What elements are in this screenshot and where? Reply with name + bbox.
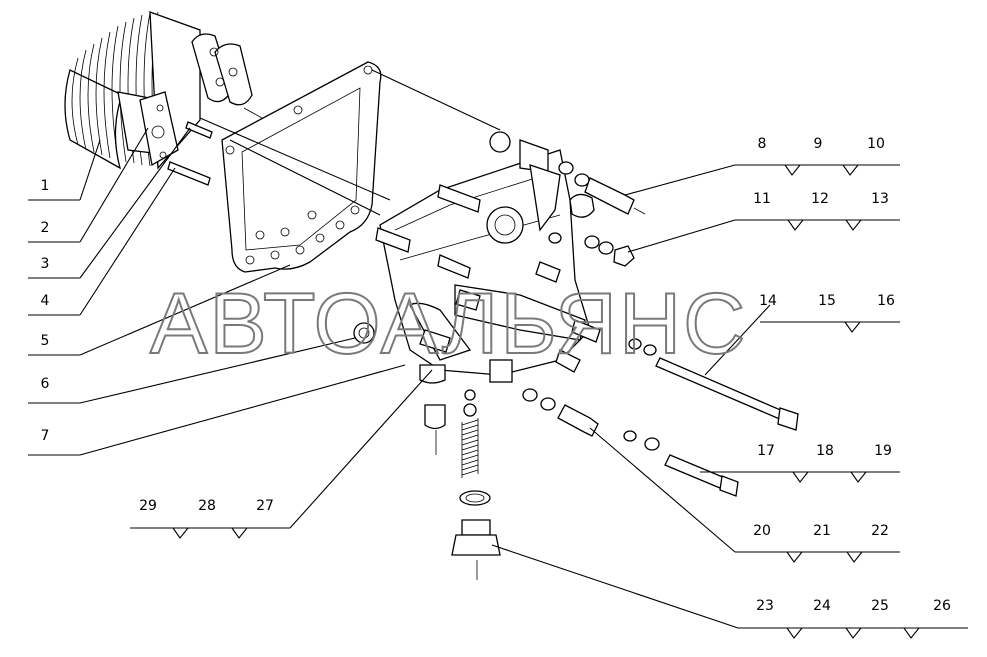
cooler-gasket — [139, 91, 179, 167]
dowel-pins — [167, 121, 213, 186]
assembly-axis-lines — [199, 69, 501, 216]
callout-12: 12 — [811, 191, 829, 207]
callout-28: 28 — [198, 498, 216, 514]
callout-8: 8 — [758, 136, 767, 152]
oil-filter-housing — [379, 131, 591, 384]
relief-valve-stack — [424, 389, 501, 580]
right-leaders — [130, 164, 968, 639]
callout-5: 5 — [41, 333, 50, 349]
callout-24: 24 — [813, 598, 831, 614]
left-leaders — [28, 127, 406, 456]
callout-1: 1 — [41, 178, 50, 194]
bolt-set-17-19 — [522, 388, 739, 497]
callout-23: 23 — [756, 598, 774, 614]
callout-9: 9 — [814, 136, 823, 152]
callout-14: 14 — [759, 293, 777, 309]
callout-15: 15 — [818, 293, 836, 309]
callout-18: 18 — [816, 443, 834, 459]
long-bolt-14-16 — [628, 338, 799, 431]
callout-19: 19 — [874, 443, 892, 459]
callout-2: 2 — [41, 220, 50, 236]
callout-13: 13 — [871, 191, 889, 207]
callout-10: 10 — [867, 136, 885, 152]
bolt-set-8-10 — [558, 161, 646, 218]
callout-16: 16 — [877, 293, 895, 309]
callout-27: 27 — [256, 498, 274, 514]
drain-plug — [353, 322, 375, 344]
callout-25: 25 — [871, 598, 889, 614]
callout-22: 22 — [871, 523, 889, 539]
oil-cooler-finned-core — [64, 11, 201, 170]
upper-flange-pair — [191, 33, 263, 119]
callout-21: 21 — [813, 523, 831, 539]
callout-29: 29 — [139, 498, 157, 514]
callout-17: 17 — [757, 443, 775, 459]
callout-3: 3 — [41, 256, 50, 272]
callout-4: 4 — [41, 293, 50, 309]
nut-set-11-13 — [548, 232, 635, 267]
housing-gasket — [221, 61, 382, 273]
watermark-text: АВТОАЛЬЯНС — [150, 276, 747, 372]
callout-20: 20 — [753, 523, 771, 539]
housing-bolts — [375, 184, 601, 373]
callout-6: 6 — [41, 376, 50, 392]
callout-7: 7 — [41, 428, 50, 444]
callout-11: 11 — [753, 191, 771, 207]
callout-26: 26 — [933, 598, 951, 614]
